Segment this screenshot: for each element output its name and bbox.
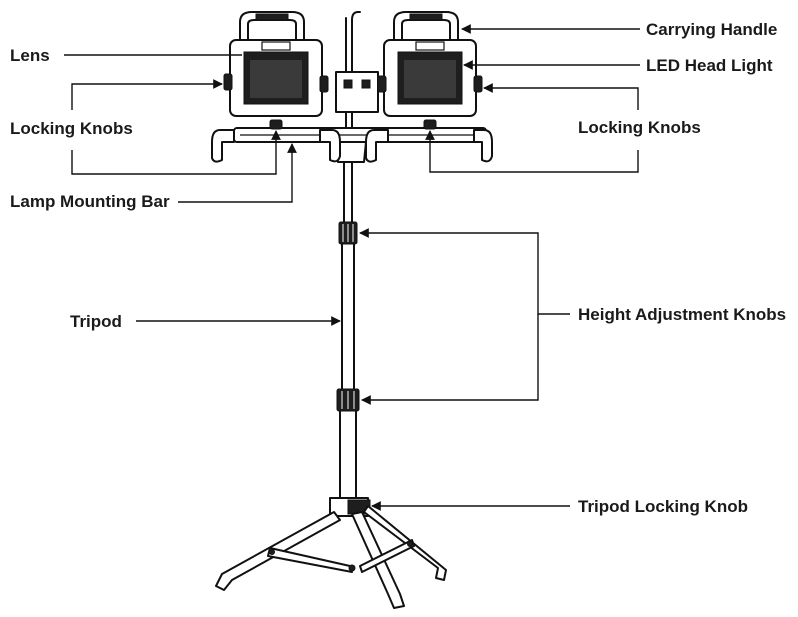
labels: Carrying Handle Lens LED Head Light Lock… xyxy=(10,20,786,516)
leader-lines xyxy=(64,24,640,511)
label-tripod-locking-knob: Tripod Locking Knob xyxy=(578,497,748,516)
tripod-illustration xyxy=(215,159,447,609)
label-led-head-light: LED Head Light xyxy=(646,56,773,75)
label-carrying-handle: Carrying Handle xyxy=(646,20,777,39)
center-mount xyxy=(335,11,379,163)
label-lens: Lens xyxy=(10,46,50,65)
label-locking-knobs-left: Locking Knobs xyxy=(10,119,133,138)
tripod-lower-pole xyxy=(339,407,357,503)
label-locking-knobs-right: Locking Knobs xyxy=(578,118,701,137)
locking-knob-left-side xyxy=(223,73,233,91)
height-adjustment-knob-lower xyxy=(336,388,360,412)
led-head-light-left xyxy=(211,11,341,163)
led-head-light-right xyxy=(365,11,493,163)
label-height-adjustment-knobs: Height Adjustment Knobs xyxy=(578,305,786,324)
tripod-upper-pole xyxy=(343,159,353,227)
tripod-legs xyxy=(215,505,447,609)
label-tripod: Tripod xyxy=(70,312,122,331)
lamp-mounting-bar xyxy=(233,127,487,143)
height-adjustment-knob-upper xyxy=(338,221,358,245)
locking-knob-right-bottom xyxy=(423,119,437,130)
tripod-middle-pole xyxy=(341,239,355,393)
locking-knob-left-bottom xyxy=(269,119,283,130)
locking-knob-right-side xyxy=(473,75,483,93)
label-lamp-mounting-bar: Lamp Mounting Bar xyxy=(10,192,170,211)
